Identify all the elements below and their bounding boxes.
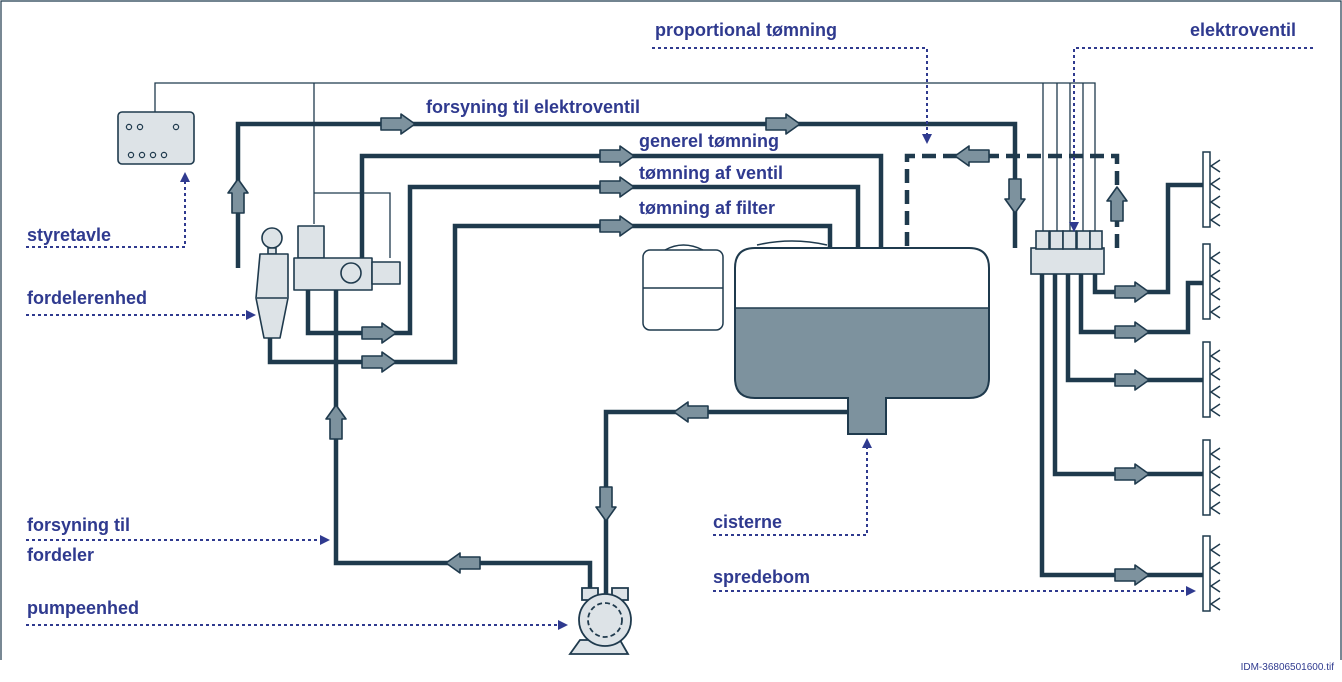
leader-arrowheads xyxy=(180,134,1196,630)
pipe-boom-5 xyxy=(1039,268,1205,578)
distributor-unit xyxy=(255,225,401,339)
electrovalve-block xyxy=(1030,230,1105,275)
main-tank xyxy=(734,240,990,435)
label-forsyning-til-fordeler-line2: fordeler xyxy=(27,545,95,565)
pipe-general-drain xyxy=(359,153,884,258)
label-spredebom: spredebom xyxy=(713,567,811,587)
label-generel-tomning: generel tømning xyxy=(639,131,780,151)
file-id: IDM-36806501600.tif xyxy=(1240,662,1334,673)
flow-arrows xyxy=(227,113,1150,586)
label-fordelerenhed: fordelerenhed xyxy=(27,288,148,308)
spray-booms xyxy=(1202,151,1221,612)
label-styretavle: styretavle xyxy=(27,225,112,245)
label-forsyning-til-fordeler-line1: forsyning til xyxy=(27,515,130,535)
label-pumpeenhed: pumpeenhed xyxy=(27,598,140,618)
label-cisterne: cisterne xyxy=(713,512,783,532)
pipe-supply-to-valve xyxy=(235,121,1018,268)
pipe-tank-outlet xyxy=(603,409,848,594)
pipe-boom-4 xyxy=(1052,268,1205,477)
leader-lines xyxy=(26,47,1313,626)
pump-unit xyxy=(568,587,632,655)
pipe-filter-drain xyxy=(267,223,833,365)
pipe-boom-2 xyxy=(1078,268,1205,335)
label-tomning-af-filter: tømning af filter xyxy=(639,198,775,218)
label-forsyning-til-elektroventil: forsyning til elektroventil xyxy=(426,97,641,117)
label-proportional-tomning: proportional tømning xyxy=(655,20,837,40)
label-elektroventil: elektroventil xyxy=(1190,20,1297,40)
pipe-boom-1 xyxy=(1092,182,1205,295)
label-tomning-af-ventil: tømning af ventil xyxy=(639,163,783,183)
pipe-valve-drain xyxy=(305,184,861,336)
rinse-canister xyxy=(642,244,724,331)
frame-border xyxy=(0,0,1342,660)
control-panel xyxy=(117,111,195,165)
pipe-boom-3 xyxy=(1065,268,1205,383)
